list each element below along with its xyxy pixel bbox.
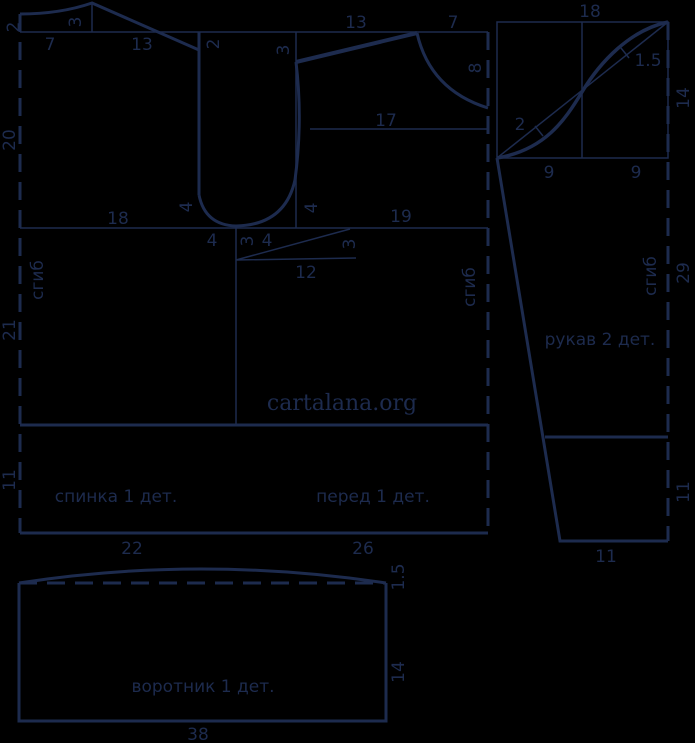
dim-sleeve-half-left: 9 <box>544 163 555 183</box>
dim-dart-c: 3 <box>340 239 360 250</box>
dim-collar-length: 38 <box>187 725 209 743</box>
dim-front-width: 19 <box>390 207 412 227</box>
dim-body-length: 21 <box>0 319 20 341</box>
dim-front-chest-level: 17 <box>375 111 397 131</box>
dim-collar-rise: 1.5 <box>389 563 409 590</box>
dim-back-shoulder-len: 13 <box>131 35 153 55</box>
dim-front-neck-depth: 8 <box>466 63 486 74</box>
dim-armhole-curve-front: 4 <box>302 203 322 214</box>
dim-dart-b: 4 <box>262 231 273 251</box>
dim-sleeve-cap-height: 14 <box>674 87 694 109</box>
dim-sleeve-cuff-width: 11 <box>595 547 617 567</box>
piece-label-back: спинка 1 дет. <box>55 487 177 507</box>
piece-label-front: перед 1 дет. <box>316 487 430 507</box>
dim-front-neck-width: 7 <box>448 13 459 33</box>
dim-back-hem: 22 <box>121 539 143 559</box>
collar-outline <box>17 583 388 723</box>
fold-label-sleeve: сгиб <box>641 256 661 296</box>
bust-dart <box>235 228 357 261</box>
fold-label-front: сгиб <box>460 267 480 307</box>
dim-armhole-shift: 4 <box>207 231 218 251</box>
sleeve-cap-curve <box>496 20 669 160</box>
dim-dart-length: 12 <box>295 263 317 283</box>
watermark: cartalana.org <box>267 391 417 416</box>
dim-collar-height: 14 <box>389 661 409 683</box>
collar-top-curve <box>18 567 387 585</box>
dim-back-neck-rise: 3 <box>66 17 86 28</box>
front-neck-curve <box>415 32 489 110</box>
dim-back-shoulder-drop: 2 <box>4 22 24 33</box>
sleeve-cap-tick-upper <box>620 47 630 59</box>
dim-dart-a: 3 <box>238 236 258 247</box>
fold-label-back: сгиб <box>28 260 48 300</box>
armhole-curve <box>197 61 301 228</box>
dim-armhole-curve-back: 4 <box>177 202 197 213</box>
sleeve-underarm-seam <box>495 157 668 543</box>
front-shoulder-line <box>295 31 418 64</box>
dim-sleeve-length: 29 <box>674 262 694 284</box>
dim-hem-band: 11 <box>0 469 20 491</box>
dim-sleeve-cap-offset-bottom: 2 <box>515 115 526 135</box>
piece-label-sleeve: рукав 2 дет. <box>545 330 656 350</box>
dim-front-armhole-top: 3 <box>274 45 294 56</box>
sleeve-cap-tick-lower <box>534 125 544 137</box>
dim-back-armhole-top: 2 <box>204 39 224 50</box>
dim-sleeve-cap-width: 18 <box>579 2 601 22</box>
dim-front-hem: 26 <box>352 539 374 559</box>
dim-front-shoulder-len: 13 <box>345 13 367 33</box>
dim-armhole-depth: 20 <box>0 129 20 151</box>
piece-label-collar: воротник 1 дет. <box>131 677 274 697</box>
dim-back-width: 18 <box>107 209 129 229</box>
dim-back-neck-width: 7 <box>45 35 56 55</box>
dim-sleeve-half-right: 9 <box>631 163 642 183</box>
dim-sleeve-cuff: 11 <box>674 481 694 503</box>
dim-sleeve-cap-offset-top: 1.5 <box>634 51 661 71</box>
